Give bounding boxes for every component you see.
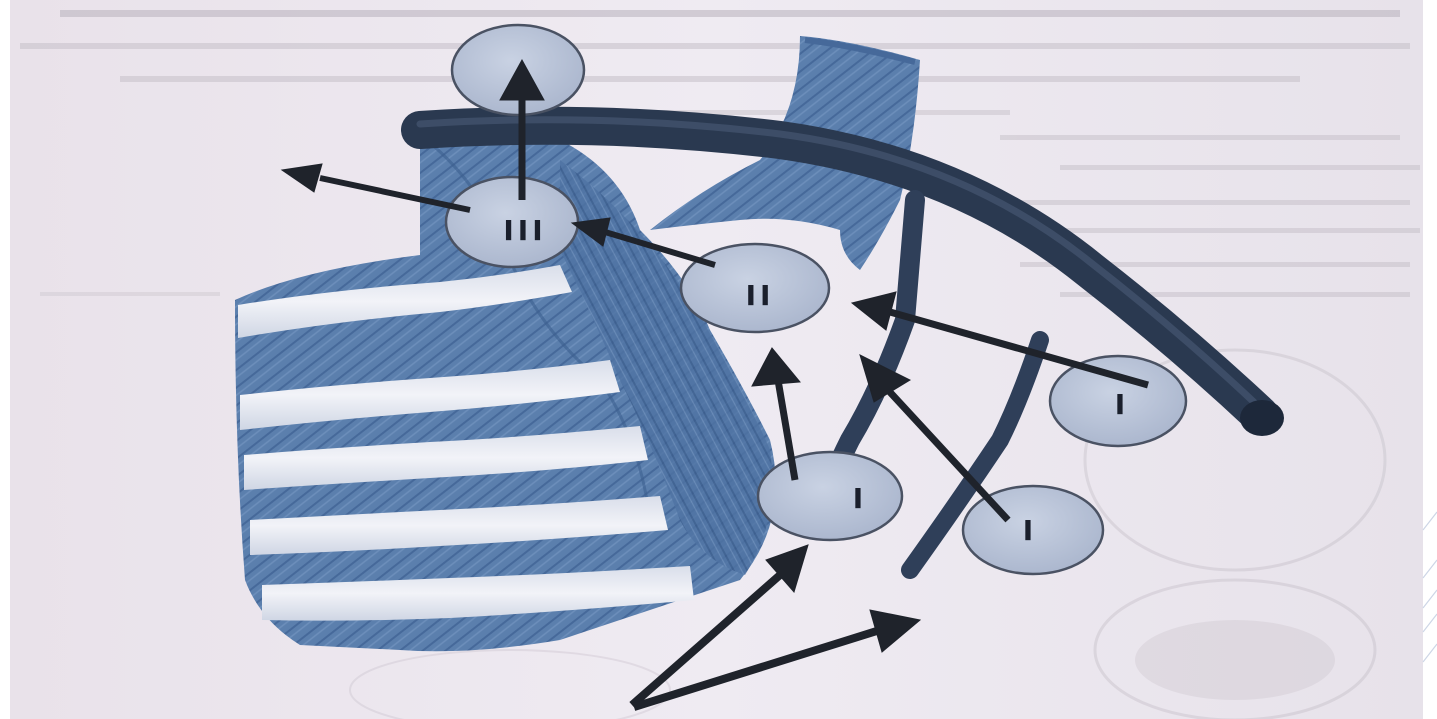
label-level-ii: II — [746, 279, 775, 312]
node-level-i-center — [758, 452, 902, 540]
label-level-i-center: I — [853, 482, 863, 515]
label-level-i-right: I — [1115, 388, 1125, 421]
label-level-iii: III — [503, 214, 546, 247]
label-level-i-lower-right: I — [1023, 514, 1033, 547]
